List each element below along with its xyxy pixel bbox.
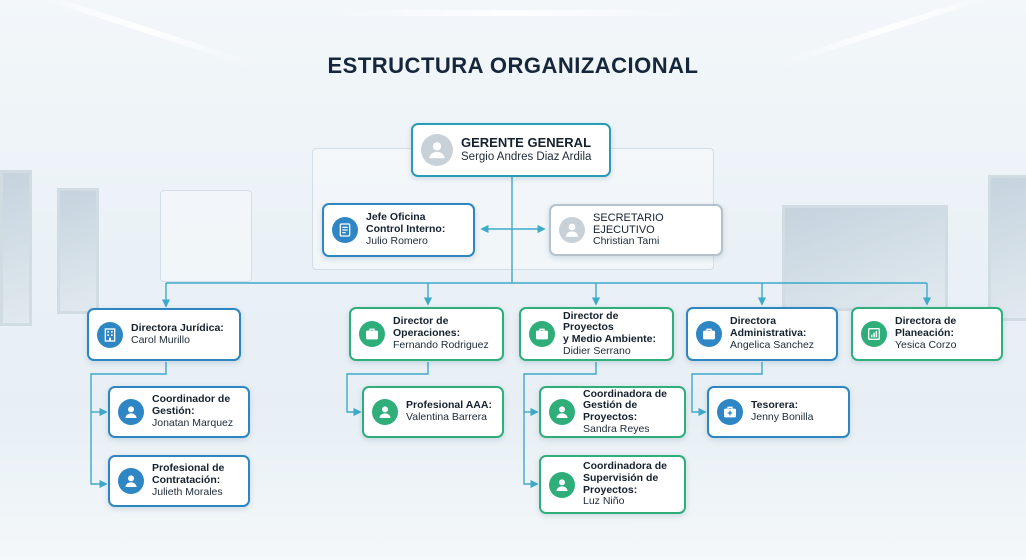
- node-name: Carol Murillo: [131, 333, 190, 346]
- node-name: Jonatan Marquez: [152, 416, 234, 429]
- node-role: Coordinadora de Supervisión de Proyectos…: [583, 460, 668, 496]
- background-screen: [0, 170, 32, 326]
- person-icon: [549, 471, 575, 498]
- background-screen: [57, 188, 99, 314]
- medical-case-icon: [717, 399, 743, 425]
- node-name: Fernando Rodriguez: [393, 338, 489, 351]
- person-icon: [549, 399, 575, 425]
- node-role: Tesorera:: [751, 399, 799, 412]
- person-icon: [421, 134, 453, 166]
- person-icon: [372, 399, 398, 425]
- node-role: Coordinador de Gestión:: [152, 393, 231, 418]
- document-icon: [332, 217, 358, 243]
- node-coordinador-gestion[interactable]: Coordinador de Gestión: Jonatan Marquez: [108, 386, 250, 438]
- node-directora-administrativa[interactable]: Directora Administrativa: Angelica Sanch…: [686, 307, 838, 361]
- node-profesional-contratacion[interactable]: Profesional de Contratación: Julieth Mor…: [108, 455, 250, 507]
- node-role: Jefe Oficina Control Interno:: [366, 211, 446, 236]
- node-director-operaciones[interactable]: Director de Operaciones: Fernando Rodrig…: [349, 307, 504, 361]
- node-name: Sandra Reyes: [583, 422, 650, 435]
- person-icon: [118, 399, 144, 425]
- node-role: Directora Administrativa:: [730, 315, 807, 340]
- node-name: Valentina Barrera: [406, 411, 487, 423]
- node-name: Julio Romero: [366, 234, 428, 247]
- node-role: Directora de Planeación:: [895, 315, 957, 340]
- node-directora-planeacion[interactable]: Directora de Planeación: Yesica Corzo: [851, 307, 1003, 361]
- node-role: Coordinadora de Gestión de Proyectos:: [583, 387, 668, 423]
- briefcase-icon: [359, 321, 385, 347]
- node-directora-juridica[interactable]: Directora Jurídica: Carol Murillo: [87, 308, 241, 361]
- node-name: Julieth Morales: [152, 485, 223, 498]
- node-name: Sergio Andres Diaz Ardila: [461, 150, 592, 163]
- node-director-proyectos[interactable]: Director de Proyectos y Medio Ambiente: …: [519, 307, 674, 361]
- node-coordinadora-supervision-proyectos[interactable]: Coordinadora de Supervisión de Proyectos…: [539, 455, 686, 514]
- node-role: Director de Operaciones:: [393, 315, 461, 340]
- node-role: Directora Jurídica:: [131, 321, 224, 334]
- node-tesorera[interactable]: Tesorera: Jenny Bonilla: [707, 386, 850, 438]
- node-control-interno[interactable]: Jefe Oficina Control Interno: Julio Rome…: [322, 203, 475, 257]
- node-name: Christian Tami: [593, 235, 660, 248]
- building-icon: [97, 321, 123, 348]
- node-role: Profesional AAA:: [406, 399, 492, 412]
- node-name: Yesica Corzo: [895, 338, 957, 351]
- node-profesional-aaa[interactable]: Profesional AAA: Valentina Barrera: [362, 386, 504, 438]
- person-icon: [118, 468, 144, 494]
- page-title: ESTRUCTURA ORGANIZACIONAL: [327, 53, 699, 78]
- node-role: SECRETARIO EJECUTIVO: [593, 211, 664, 237]
- node-name: Angelica Sanchez: [730, 338, 815, 351]
- background-wall-panel: [160, 190, 252, 282]
- node-secretario-ejecutivo[interactable]: SECRETARIO EJECUTIVO Christian Tami: [549, 204, 723, 256]
- briefcase-icon: [696, 321, 722, 347]
- ceiling-light: [330, 10, 690, 16]
- person-icon: [559, 217, 585, 243]
- node-name: Luz Niño: [583, 495, 625, 508]
- briefcase-icon: [529, 321, 555, 347]
- node-role: Director de Proyectos y Medio Ambiente:: [563, 309, 656, 345]
- node-role: GERENTE GENERAL: [461, 135, 592, 151]
- node-role: Profesional de Contratación:: [152, 462, 225, 487]
- background-screen: [988, 175, 1026, 321]
- node-gerente-general[interactable]: GERENTE GENERAL Sergio Andres Diaz Ardil…: [411, 123, 611, 177]
- node-name: Didier Serrano: [563, 344, 631, 357]
- node-name: Jenny Bonilla: [751, 411, 814, 423]
- chart-icon: [861, 321, 887, 347]
- node-coordinadora-gestion-proyectos[interactable]: Coordinadora de Gestión de Proyectos: Sa…: [539, 386, 686, 438]
